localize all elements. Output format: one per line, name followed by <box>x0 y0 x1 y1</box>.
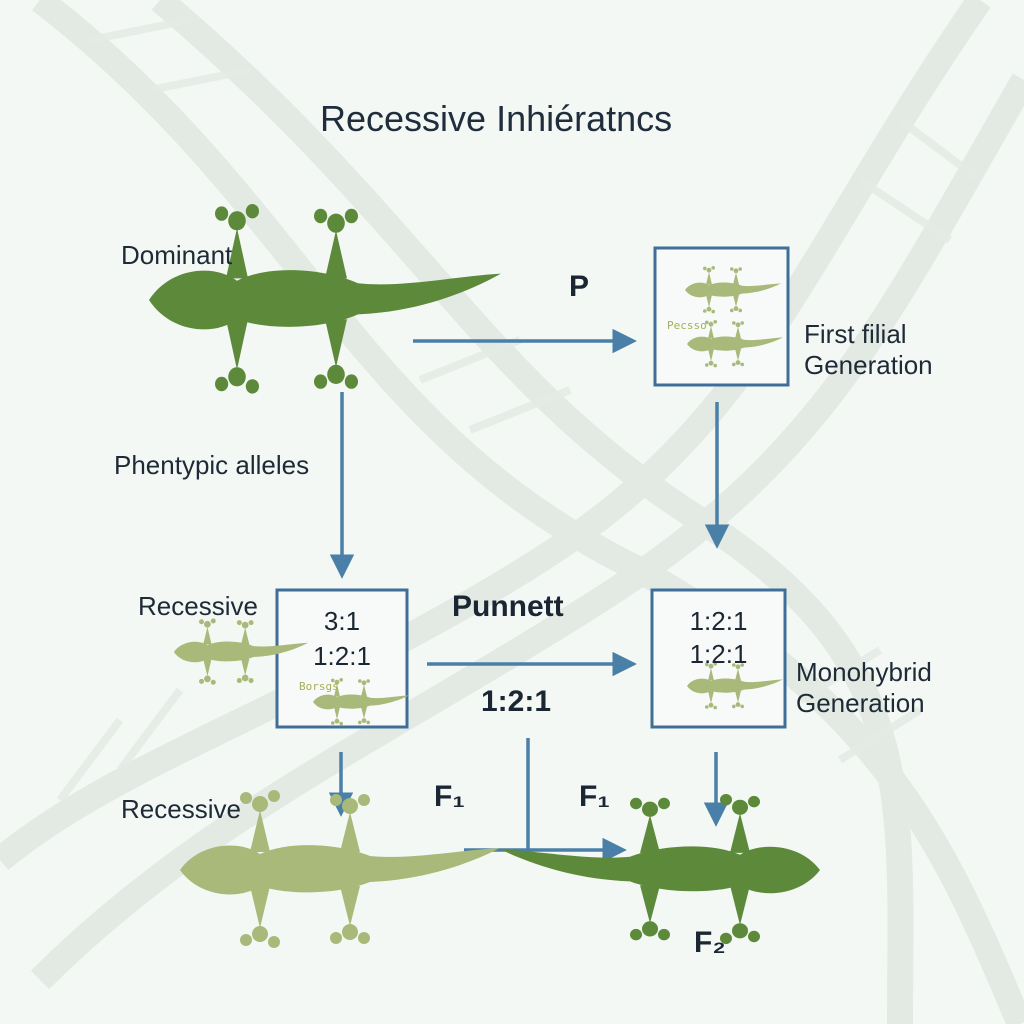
box-midright-ratio-1: 1:2:1 <box>689 606 748 636</box>
label-punnett: Punnett <box>452 590 564 623</box>
box-midleft-ratio-1: 3:1 <box>323 606 361 636</box>
label-f1-right: F₁ <box>579 780 610 813</box>
dna-rung <box>89 16 191 44</box>
box-midleft-ratio-2: 1:2:1 <box>313 641 371 671</box>
label-dominant: Dominant <box>121 240 233 270</box>
dna-rung <box>797 646 883 704</box>
label-p: P <box>569 270 590 303</box>
label-recessive-bottom: Recessive <box>121 794 241 824</box>
label-first-filial: First filial <box>804 319 907 349</box>
box-midright-ratio-2: 1:2:1 <box>689 639 748 669</box>
gecko-f2-icon <box>500 794 820 945</box>
label-phenotypic-alleles: Phentypic alleles <box>114 450 310 480</box>
box-monohybrid <box>650 588 787 729</box>
box-first-filial <box>653 246 790 387</box>
dna-rung <box>116 687 184 773</box>
diagram-title: Recessive Inhiératncs <box>320 98 673 139</box>
label-f1-left: F₁ <box>434 780 465 813</box>
dna-rung <box>56 717 124 803</box>
dna-rung <box>468 386 572 434</box>
label-recessive-top: Recessive <box>138 591 258 621</box>
label-f2: F₂ <box>694 926 726 959</box>
box-midleft-scribble: Borsgs <box>299 680 339 693</box>
dna-strand <box>30 73 1024 990</box>
dna-strand <box>32 0 1024 1024</box>
label-first-filial-generation: Generation <box>804 350 933 380</box>
dna-rung <box>149 66 251 94</box>
dna-rung <box>837 706 923 764</box>
label-monohybrid-generation: Generation <box>796 688 925 718</box>
dna-strand <box>0 0 991 870</box>
box-top-scribble: Pecsso <box>667 319 707 332</box>
dna-rung <box>897 116 983 184</box>
label-ratio-center: 1:2:1 <box>481 685 552 718</box>
dna-rung <box>857 176 953 244</box>
label-monohybrid: Monohybrid <box>796 657 932 687</box>
gecko-dominant-icon <box>149 204 501 394</box>
dna-rung <box>418 336 522 384</box>
